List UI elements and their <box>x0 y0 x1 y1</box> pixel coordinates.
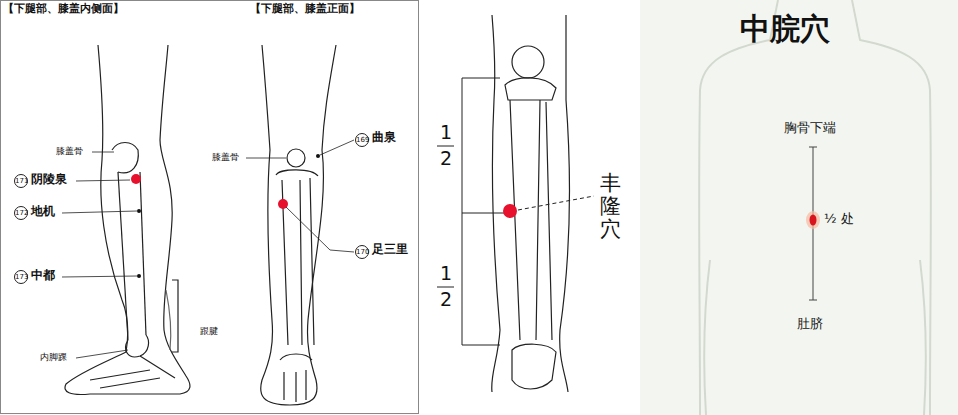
leg-skeleton <box>492 15 570 392</box>
point-name: 中都 <box>31 269 55 283</box>
leg-front <box>261 45 336 405</box>
leader-line <box>518 196 594 210</box>
part-name: 跟腱 <box>200 326 218 336</box>
panel-title: 中脘穴 <box>740 12 830 47</box>
callout-number: 169 <box>355 133 369 147</box>
part-name: 膝盖骨 <box>212 152 239 162</box>
part-name: 膝盖骨 <box>56 146 83 156</box>
callout-number: 171 <box>14 174 28 188</box>
point-name: 曲泉 <box>372 131 396 145</box>
fraction-part: 1 <box>440 122 452 144</box>
leg-inner <box>65 45 190 395</box>
landmark-label: 胸骨下端 <box>784 121 836 136</box>
panel-heading: 【下腿部、膝盖内侧面】 <box>3 3 124 16</box>
point-name: 地机 <box>31 205 55 219</box>
point-dot <box>316 154 320 158</box>
acupoint-dot <box>503 204 517 218</box>
acupoint-dot <box>131 174 141 184</box>
bracket <box>437 78 506 345</box>
panel-heading: 【下腿部、膝盖正面】 <box>250 3 360 16</box>
panel-ground <box>640 0 958 415</box>
leader-lines <box>62 152 137 358</box>
part-name: 内脚踝 <box>40 352 67 362</box>
fraction-part: 2 <box>440 289 452 311</box>
fraction-part: 2 <box>440 148 452 170</box>
callout-number: 172 <box>14 206 28 220</box>
point-dot <box>137 274 141 278</box>
point-name: 阴陵泉 <box>31 173 67 187</box>
landmark-label: 肚脐 <box>797 317 823 332</box>
point-glow <box>806 211 820 229</box>
leader-lines <box>246 140 354 252</box>
point-dot <box>137 209 141 213</box>
callout-number: 170 <box>355 245 369 259</box>
acupoint-dot <box>810 215 817 226</box>
panel-frame <box>1 1 419 414</box>
fraction-part: 1 <box>440 263 452 285</box>
ratio-label: ½ 处 <box>824 212 854 227</box>
point-name: 足三里 <box>372 243 408 257</box>
torso-outline <box>699 0 931 415</box>
callout-number: 173 <box>14 270 28 284</box>
point-name: 丰隆穴 <box>600 172 621 241</box>
